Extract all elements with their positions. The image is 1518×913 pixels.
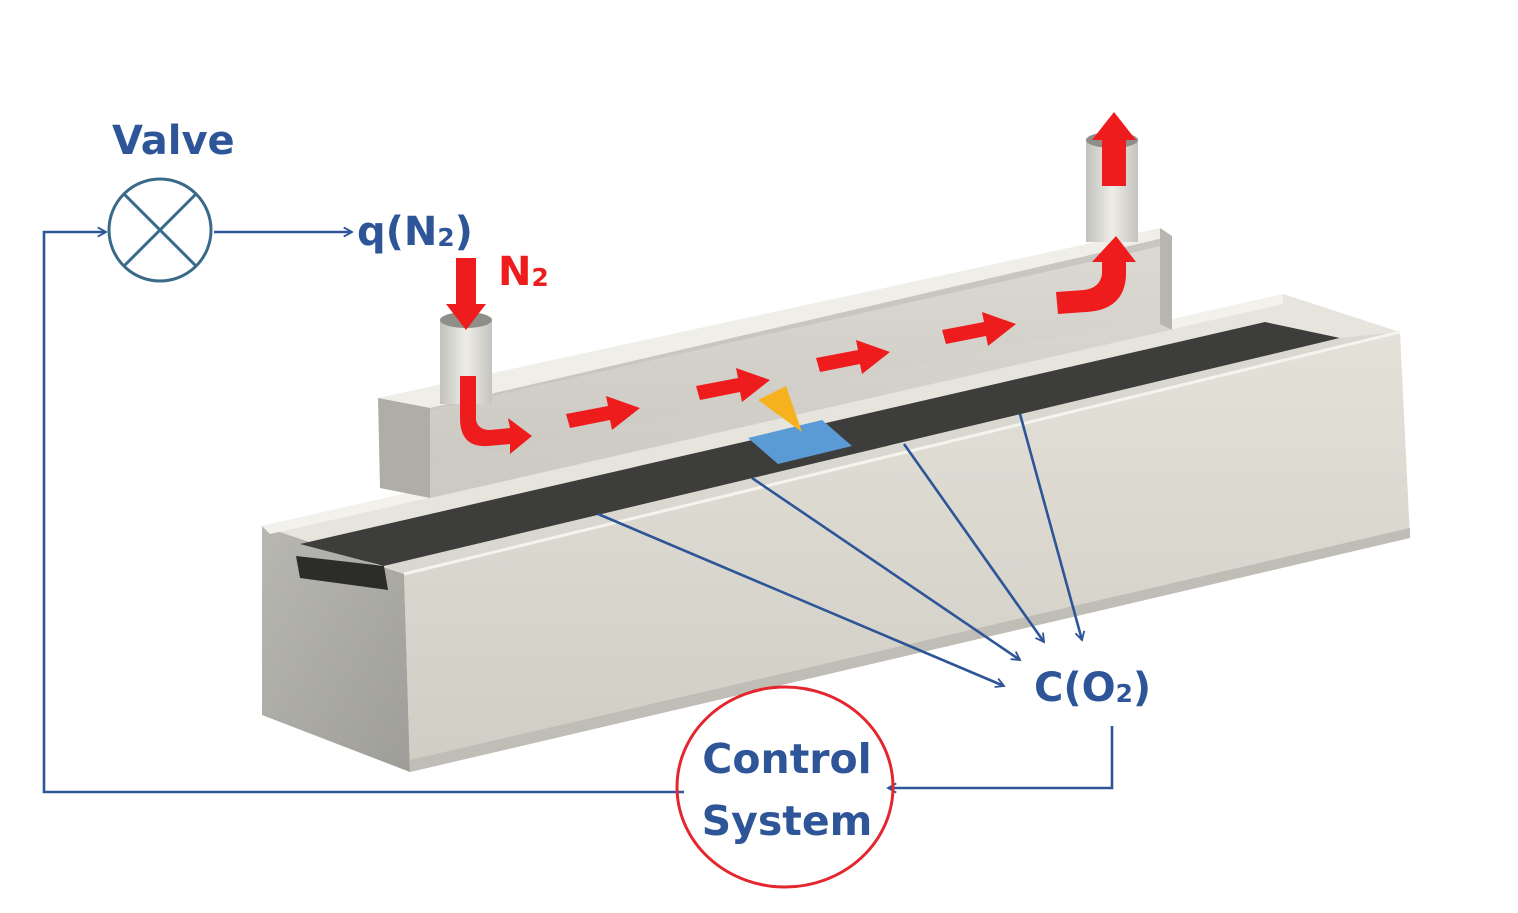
nitrogen-inlet-label: N2 [498,252,549,292]
gas-hood [378,132,1172,498]
hood-top-rim [378,228,1172,408]
flow-label-suffix: ) [454,209,473,255]
flow-arrow-icon [816,340,890,374]
signal-lines [42,232,1114,794]
control-system-line1: Control [702,735,872,783]
conveyor-belt-slot [296,556,388,590]
hood-end-face [378,398,430,498]
valve-icon [107,177,213,283]
sensor-line [902,443,1044,642]
control-system-ring [675,685,895,889]
inlet-gas-name: N [498,249,532,295]
control-system-line2: System [701,797,873,845]
nitrogen-flow-label: q(N2) [357,212,473,252]
conveyor-chamfer-edge [403,330,1401,576]
measurement-line [888,726,1114,788]
sensor-line [751,476,1020,662]
hood-right-wall [1160,228,1172,330]
gas-flow-arrow-icon [446,112,1136,454]
oxygen-concentration-label: C(O2) [1034,668,1151,708]
oxygen-label-suffix: ) [1132,665,1152,711]
hood-front-wall [430,244,1170,498]
outlet-up-arrow-icon [1092,112,1136,186]
sensor-line [1018,413,1082,640]
flow-label-prefix: q(N [357,209,438,255]
feedback-line [42,232,684,794]
inlet-bend-arrow-icon [460,376,532,454]
valve-label: Valve [112,118,235,164]
conveyor-front-face [404,332,1410,772]
flow-label-subscript: 2 [437,223,455,253]
oxygen-label-subscript: 2 [1115,679,1133,709]
oxygen-label-prefix: C(O [1034,665,1116,711]
inlet-gas-subscript: 2 [531,263,549,293]
flow-arrow-icon [696,368,770,402]
conveyor-base-shadow [410,528,1410,772]
sensor-line [597,512,1004,686]
inlet-down-arrow-icon [446,258,486,330]
flow-arrow-icon [942,312,1016,346]
outlet-bend-arrow-icon [1056,236,1136,314]
triangle-marker-icon [758,386,802,432]
flow-arrow-icon [566,396,640,430]
control-system-label: Control System [684,728,890,852]
sample-plate [748,420,852,464]
